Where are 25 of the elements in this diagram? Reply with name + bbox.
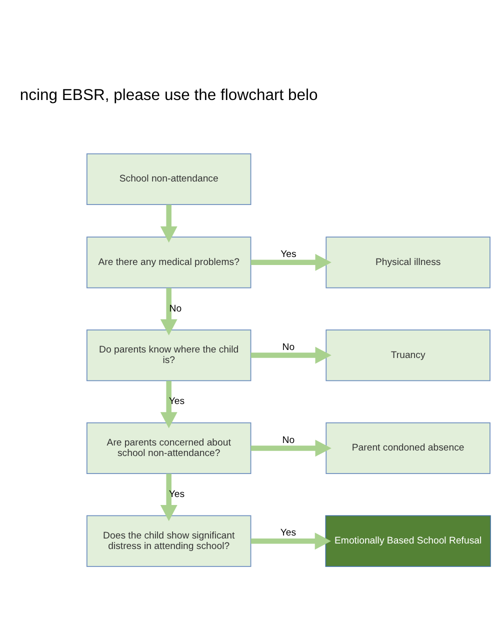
node-box: Emotionally Based School Refusal bbox=[325, 515, 491, 567]
node-box: Does the child show significant distress in attending school? bbox=[86, 515, 252, 567]
arrow bbox=[160, 204, 178, 243]
node-box: Are parents concerned about school non-attendance? bbox=[86, 422, 252, 474]
arrow bbox=[250, 532, 332, 550]
node-box: Physical illness bbox=[326, 236, 490, 288]
arrow bbox=[250, 440, 332, 457]
edge-label: Yes bbox=[280, 528, 296, 539]
node-box: Do parents know where the child is? bbox=[86, 329, 252, 382]
edge-label: No bbox=[169, 303, 182, 314]
edge-label: No bbox=[282, 342, 295, 353]
node-box: Parent condoned absence bbox=[326, 422, 490, 474]
edge-label: Yes bbox=[280, 248, 296, 260]
edge-label: Yes bbox=[168, 489, 185, 500]
node-box: Are there any medical problems? bbox=[86, 236, 252, 288]
arrow bbox=[160, 288, 178, 336]
edge-label: Yes bbox=[168, 396, 185, 408]
arrow bbox=[160, 474, 178, 522]
edge-label: No bbox=[282, 434, 295, 446]
node-box: Truancy bbox=[326, 329, 490, 382]
arrow bbox=[250, 346, 332, 364]
arrow bbox=[160, 380, 178, 428]
node-box: School non-attendance bbox=[86, 153, 252, 206]
label: ncing EBSR, please use the flowchart belo bbox=[20, 86, 318, 104]
arrow bbox=[250, 254, 332, 271]
